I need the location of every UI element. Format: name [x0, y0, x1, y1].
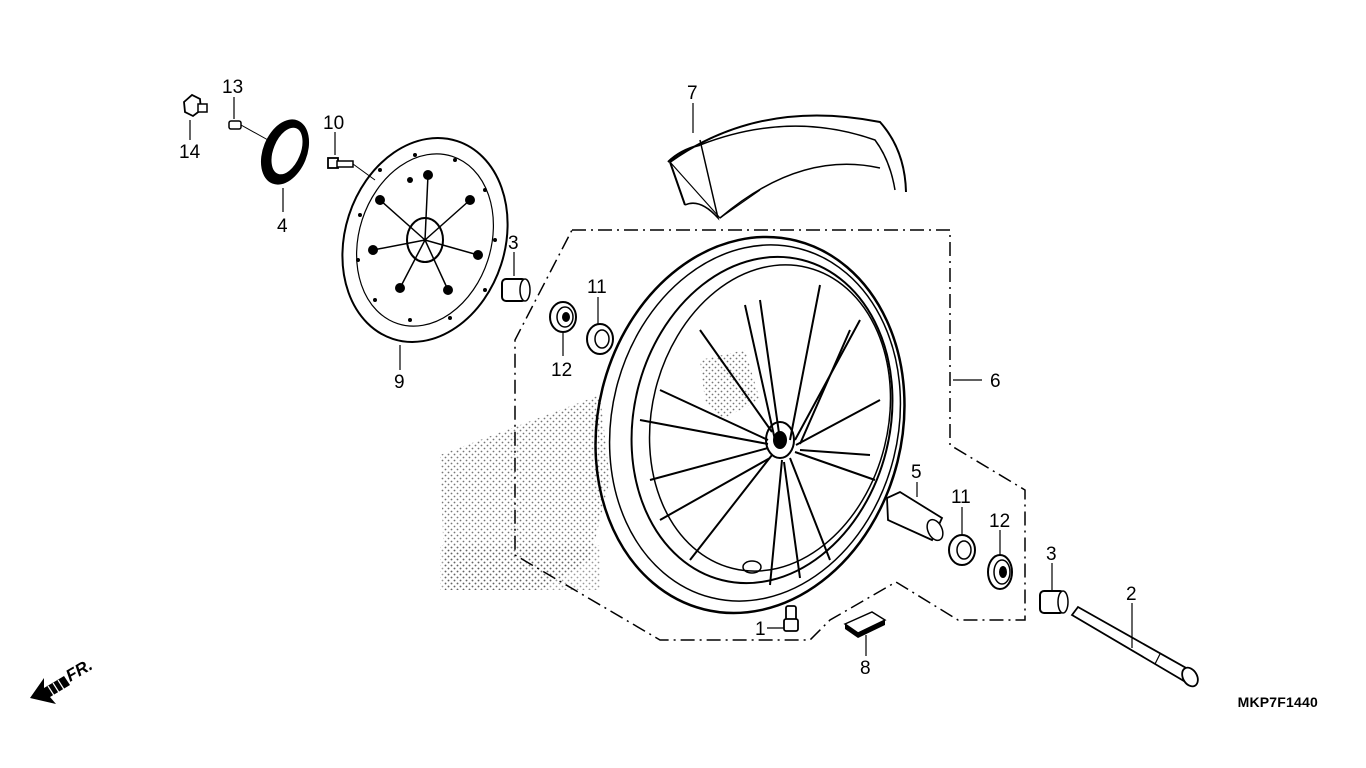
callout-3-left: 3 — [508, 233, 519, 254]
callout-13: 13 — [222, 77, 243, 98]
part-10-bolt[interactable] — [327, 157, 376, 181]
callout-5: 5 — [911, 462, 922, 483]
callout-3-right: 3 — [1046, 544, 1057, 565]
part-14-nut[interactable] — [183, 93, 208, 118]
part-7-tire[interactable] — [667, 114, 907, 221]
part-1-valve[interactable] — [783, 605, 799, 632]
front-direction-label: FR. — [63, 655, 96, 685]
part-13-screw[interactable] — [228, 120, 269, 141]
part-4-pulser-ring[interactable] — [252, 112, 318, 192]
part-11-seal-right[interactable] — [948, 534, 976, 566]
part-11-seal-left[interactable] — [586, 323, 614, 355]
part-12-bearing-right[interactable] — [987, 554, 1013, 590]
front-direction-arrow-icon: FR. — [30, 655, 96, 704]
shadow-area — [440, 350, 760, 590]
callout-11-left: 11 — [587, 277, 607, 298]
part-8-balance-weight[interactable] — [843, 611, 887, 638]
callout-14: 14 — [179, 142, 201, 163]
part-5-distance-collar[interactable] — [886, 490, 946, 543]
callout-12-right: 12 — [989, 511, 1010, 532]
part-2-axle[interactable] — [1070, 605, 1201, 689]
part-6-wheel[interactable] — [557, 204, 944, 646]
callout-11-right: 11 — [951, 487, 971, 508]
wheel-assembly-outline — [514, 229, 1026, 641]
callout-2: 2 — [1126, 584, 1137, 605]
callout-12-left: 12 — [551, 360, 572, 381]
part-9-brake-disc[interactable] — [317, 116, 533, 363]
callout-labels: 1 2 3 3 4 5 6 7 8 9 10 11 11 12 12 13 14 — [179, 77, 1137, 679]
part-3-collar-right[interactable] — [1039, 590, 1069, 614]
callout-1: 1 — [755, 619, 766, 640]
callout-7: 7 — [687, 83, 698, 104]
diagram-code: MKP7F1440 — [1237, 694, 1318, 710]
part-3-collar-left[interactable] — [501, 278, 531, 302]
callout-6: 6 — [990, 371, 1001, 392]
callout-9: 9 — [394, 372, 405, 393]
leader-lines — [189, 97, 1133, 656]
callout-10: 10 — [323, 113, 344, 134]
callout-8: 8 — [860, 658, 871, 679]
callout-4: 4 — [277, 216, 288, 237]
part-12-bearing-left[interactable] — [549, 301, 577, 333]
